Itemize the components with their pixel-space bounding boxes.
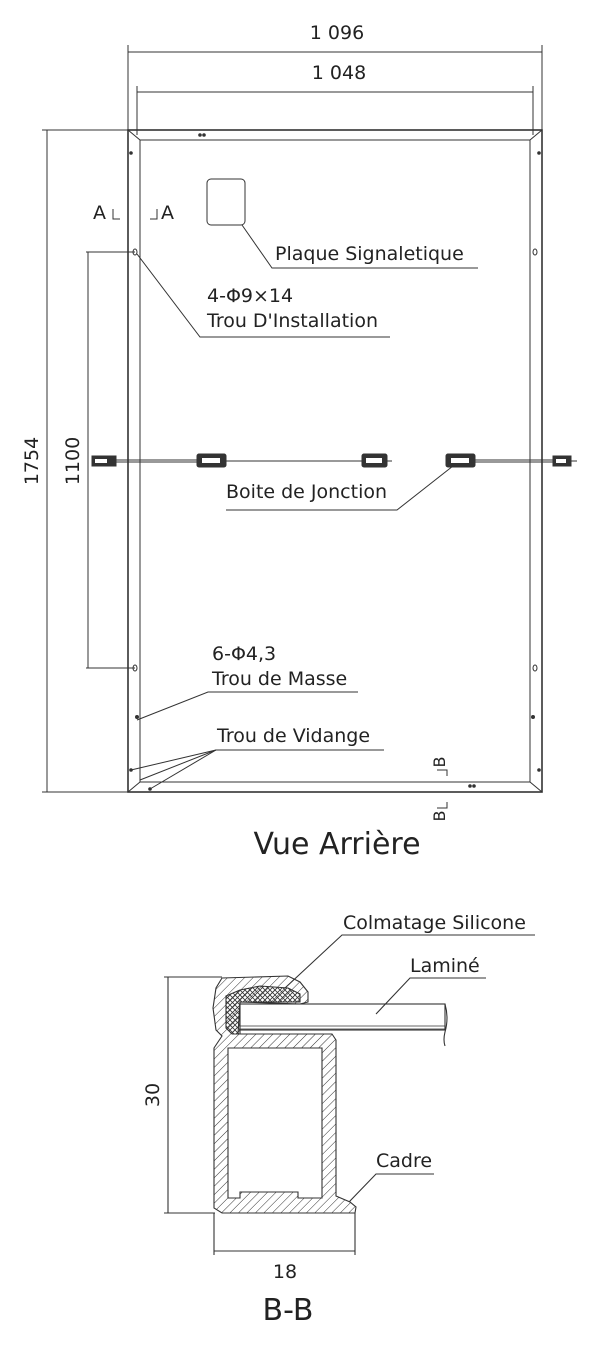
nameplate-plate [206,178,246,226]
silicone-sealant [225,985,301,1035]
mounting-holes [132,248,538,672]
sealant-label: Colmatage Silicone [343,912,526,934]
dimension-hole-spacing-label: 1100 [62,437,84,485]
section-a-right-label: A [161,202,174,224]
frame-inner [139,139,531,783]
connector-left [91,455,117,467]
leader-junction-box [226,465,454,511]
mounting-hole-label: Trou D'Installation [206,310,378,332]
rear-view [42,45,577,809]
laminate-panel [239,1003,448,1047]
nameplate-label: Plaque Signaletique [275,243,464,265]
section-a-marker [112,209,158,220]
junction-box-1 [196,453,227,468]
frame-outer [127,129,543,793]
section-b-bottom-label: B [430,811,449,822]
dimension-section-width [213,1213,356,1255]
mounting-hole-spec-label: 4-Φ9×14 [207,285,293,307]
junction-box-2 [361,453,392,468]
dimension-hole-spacing [86,251,135,669]
drain-hole-label: Trou de Vidange [216,725,370,747]
connector-right [552,455,577,467]
dimension-overall-height-label: 1754 [21,437,43,485]
leader-sealant [284,934,535,989]
dimension-overall-height [42,129,128,793]
leader-laminate [375,977,486,1015]
leader-ground-hole [136,691,358,721]
dimension-inner-width-label: 1 048 [312,62,366,84]
dimension-inner-width [136,86,534,135]
cable [116,459,553,463]
dimension-overall-width-label: 1 096 [310,22,364,44]
ground-hole-spec-label: 6-Φ4,3 [212,643,276,665]
rear-view-title: Vue Arrière [253,827,420,862]
frame-profile [212,975,357,1214]
ground-holes [129,133,541,791]
section-view-title: B-B [263,1293,314,1328]
leader-nameplate [241,224,478,269]
section-a-left-label: A [93,202,106,224]
ground-hole-label: Trou de Masse [211,668,347,690]
section-b-top-label: B [430,757,449,768]
laminate-label: Laminé [410,955,480,977]
junction-box-label: Boite de Jonction [226,481,387,503]
dimension-section-height-label: 30 [142,1083,164,1107]
section-b-marker [437,769,448,809]
section-view [164,934,535,1255]
leader-mounting-hole [136,253,390,338]
dimension-section-width-label: 18 [273,1261,297,1283]
frame-label: Cadre [376,1150,432,1172]
leader-drain-hole [130,749,384,790]
dimension-section-height [164,976,222,1214]
leader-frame [348,1173,434,1203]
dimension-overall-width [127,45,543,130]
junction-box-3 [445,453,476,468]
